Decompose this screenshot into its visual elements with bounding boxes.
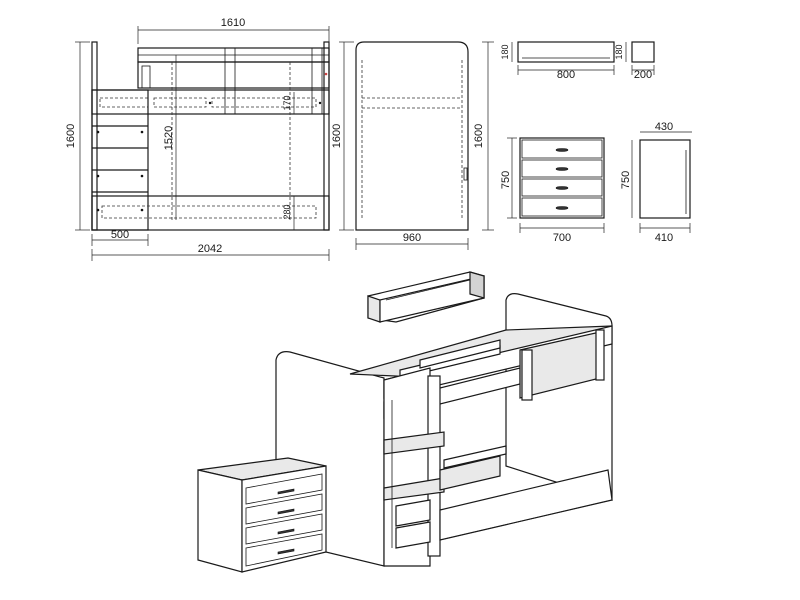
lower-bed-frame <box>91 195 330 231</box>
left-post <box>91 41 98 231</box>
chest-side-body <box>639 139 691 219</box>
dim-280-label: 280 <box>282 204 292 219</box>
dim-shelf-180-label: 180 <box>500 44 510 59</box>
dim-shelf-side-180-label: 180 <box>614 44 624 59</box>
right-post <box>323 41 330 231</box>
side-panel <box>355 41 469 231</box>
dim-700-label: 700 <box>553 232 571 244</box>
side-handle <box>463 167 468 181</box>
guard-post-3 <box>311 47 323 115</box>
bed-side-view: 1600 1600 960 <box>331 41 494 250</box>
dim-side-right-1600-label: 1600 <box>473 124 485 148</box>
upper-drawer-left <box>99 97 149 108</box>
iso-chest-side <box>197 469 243 573</box>
chest-body <box>519 137 605 219</box>
dim-170-label: 170 <box>282 95 292 110</box>
lower-drawer <box>101 205 317 219</box>
upper-drawer-right <box>211 97 317 108</box>
upper-drawer-mid <box>153 97 207 108</box>
dim-430-label: 430 <box>655 121 673 133</box>
iso-bed <box>275 293 613 567</box>
dim-1610-label: 1610 <box>221 17 245 29</box>
dim-2042-label: 2042 <box>198 243 222 255</box>
chest-drawer-3 <box>521 178 603 197</box>
dim-800-label: 800 <box>557 69 575 81</box>
iso-chest-front <box>241 465 327 573</box>
dim-1600-label: 1600 <box>65 124 77 148</box>
iso-shelf <box>367 271 485 323</box>
dim-960-label: 960 <box>403 232 421 244</box>
dim-410-label: 410 <box>655 232 673 244</box>
steps-column <box>91 89 149 231</box>
dim-chest-750-label: 750 <box>500 171 512 189</box>
chest-drawer-2 <box>521 159 603 178</box>
iso-chest <box>197 457 327 573</box>
dim-200-label: 200 <box>634 69 652 81</box>
bed-front-view: 1610 1600 1520 170 280 500 2042 <box>65 17 330 261</box>
guard-post-1 <box>141 65 151 89</box>
shelf-side-body <box>631 41 655 63</box>
dim-1520-label: 1520 <box>163 126 175 150</box>
chest-side-view: 430 750 410 <box>620 121 692 244</box>
shelf-front-view: 180 800 <box>500 41 615 81</box>
guard-post-2 <box>224 47 236 115</box>
dim-chest-side-750-label: 750 <box>620 171 632 189</box>
shelf-body <box>517 41 615 63</box>
shelf-side-view: 180 200 <box>614 41 655 81</box>
chest-drawer-1 <box>521 139 603 159</box>
dim-side-1600-label: 1600 <box>331 124 343 148</box>
upper-guard <box>137 61 330 89</box>
iso-ladder-post <box>427 375 441 557</box>
chest-front-view: 750 700 <box>500 137 605 244</box>
chest-drawer-4 <box>521 197 603 217</box>
dim-500-label: 500 <box>111 229 129 241</box>
